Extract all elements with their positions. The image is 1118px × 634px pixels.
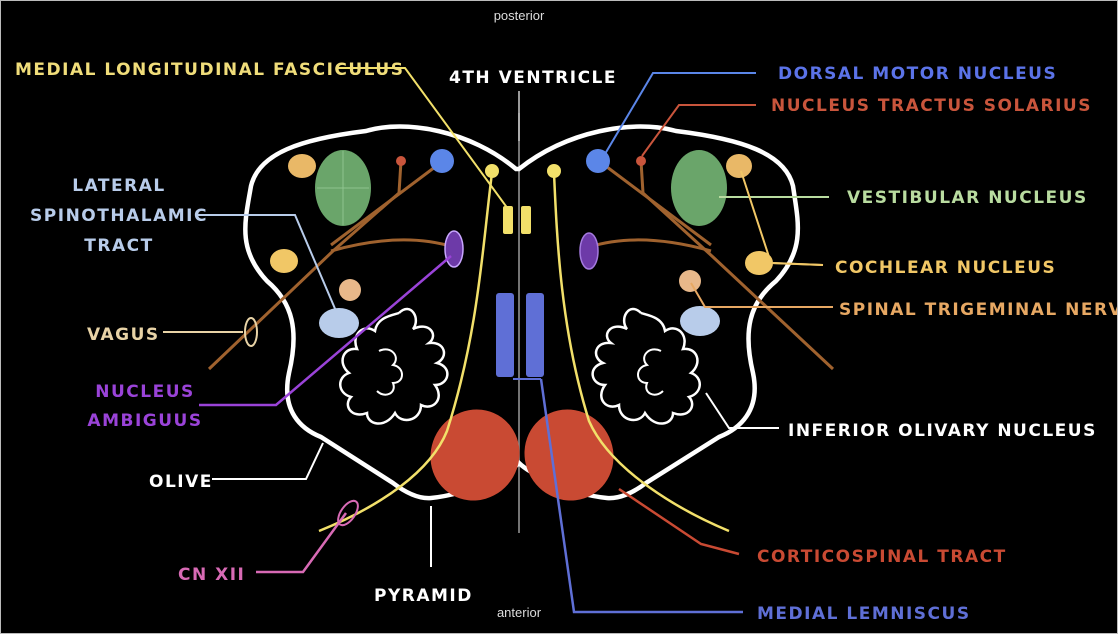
cn-xii-ring [337, 499, 359, 527]
olivary-left-inner [376, 348, 403, 396]
trigeminal-left [339, 279, 361, 301]
lemniscus-right [526, 293, 544, 377]
label-trigeminal: SPINAL TRIGEMINAL NERVE [839, 300, 1118, 320]
label-vagus: VAGUS [87, 325, 160, 345]
leader-trigeminal [690, 282, 833, 308]
label-ambiguus-1: NUCLEUS [95, 382, 195, 402]
leader-tractus-solarius [641, 104, 756, 157]
hypoglossal-fiber-left [318, 172, 494, 533]
lst-right [680, 306, 720, 336]
label-dorsal-motor: DORSAL MOTOR NUCLEUS [778, 64, 1057, 84]
olivary-right [591, 307, 701, 425]
lemniscus-left [496, 293, 514, 377]
vestibular-right [671, 150, 727, 226]
label-tractus-solarius: NUCLEUS TRACTUS SOLARIUS [771, 96, 1092, 116]
dorsal-motor-left [430, 149, 454, 173]
cochlear-right-lower [745, 251, 773, 275]
label-olive: OLIVE [149, 472, 213, 492]
leader-lst [196, 214, 337, 312]
pyramid-left [430, 409, 520, 501]
hypoglossal-fiber-right [552, 172, 730, 533]
label-lst-1: LATERAL [72, 176, 165, 196]
medulla-outline [243, 124, 801, 501]
mlf-left-dot [485, 164, 499, 178]
label-cochlear: COCHLEAR NUCLEUS [835, 258, 1056, 278]
solitarius-left-dot [396, 156, 406, 166]
leader-olive [212, 442, 324, 480]
anterior-label: anterior [497, 605, 542, 620]
fiber-right-solitary [639, 160, 835, 371]
posterior-label: posterior [494, 8, 545, 23]
label-inferior-olivary: INFERIOR OLIVARY NUCLEUS [788, 421, 1097, 441]
lst-left [319, 308, 359, 338]
ambiguus-right [579, 232, 599, 270]
fiber-left-solitary [207, 160, 403, 371]
label-vestibular: VESTIBULAR NUCLEUS [847, 188, 1088, 208]
cochlear-right-upper [726, 154, 752, 178]
fiber-left-dorsal [330, 159, 444, 247]
label-corticospinal: CORTICOSPINAL TRACT [757, 547, 1007, 567]
leader-dorsal-motor [601, 72, 756, 160]
olivary-left [339, 307, 449, 425]
vagus-ring [244, 317, 258, 347]
cochlear-left-lower [270, 249, 298, 273]
mlf-right-bar [521, 206, 531, 234]
ambiguus-left [444, 230, 464, 268]
label-lst-2: SPINOTHALAMIC [30, 206, 208, 226]
label-lst-3: TRACT [84, 236, 153, 256]
cochlear-left-upper [288, 154, 316, 178]
mlf-right-dot [547, 164, 561, 178]
leader-cn-xii [256, 512, 348, 574]
label-pyramid: PYRAMID [374, 586, 473, 606]
label-4th-ventricle: 4TH VENTRICLE [449, 68, 617, 88]
leader-corticospinal [618, 487, 740, 556]
fiber-right-ambiguus [588, 238, 712, 253]
fiber-left-ambiguus [330, 238, 454, 253]
leader-olivary [705, 392, 779, 429]
leader-cochlear [740, 170, 824, 266]
leader-cochlear-lower [772, 262, 824, 266]
leader-ambiguus [199, 255, 452, 407]
label-ambiguus-2: AMBIGUUS [87, 411, 202, 431]
label-lemniscus: MEDIAL LEMNISCUS [757, 604, 971, 624]
trigeminal-right [679, 270, 701, 292]
fiber-right-dorsal [598, 159, 712, 247]
leader-lemniscus [539, 378, 743, 614]
solitarius-right-dot [636, 156, 646, 166]
label-mlf: MEDIAL LONGITUDINAL FASCICULUS [15, 60, 404, 80]
pyramid-right [524, 409, 614, 501]
olivary-right-inner [637, 348, 664, 396]
leader-mlf [338, 67, 512, 214]
label-cn-xii: CN XII [178, 565, 245, 585]
